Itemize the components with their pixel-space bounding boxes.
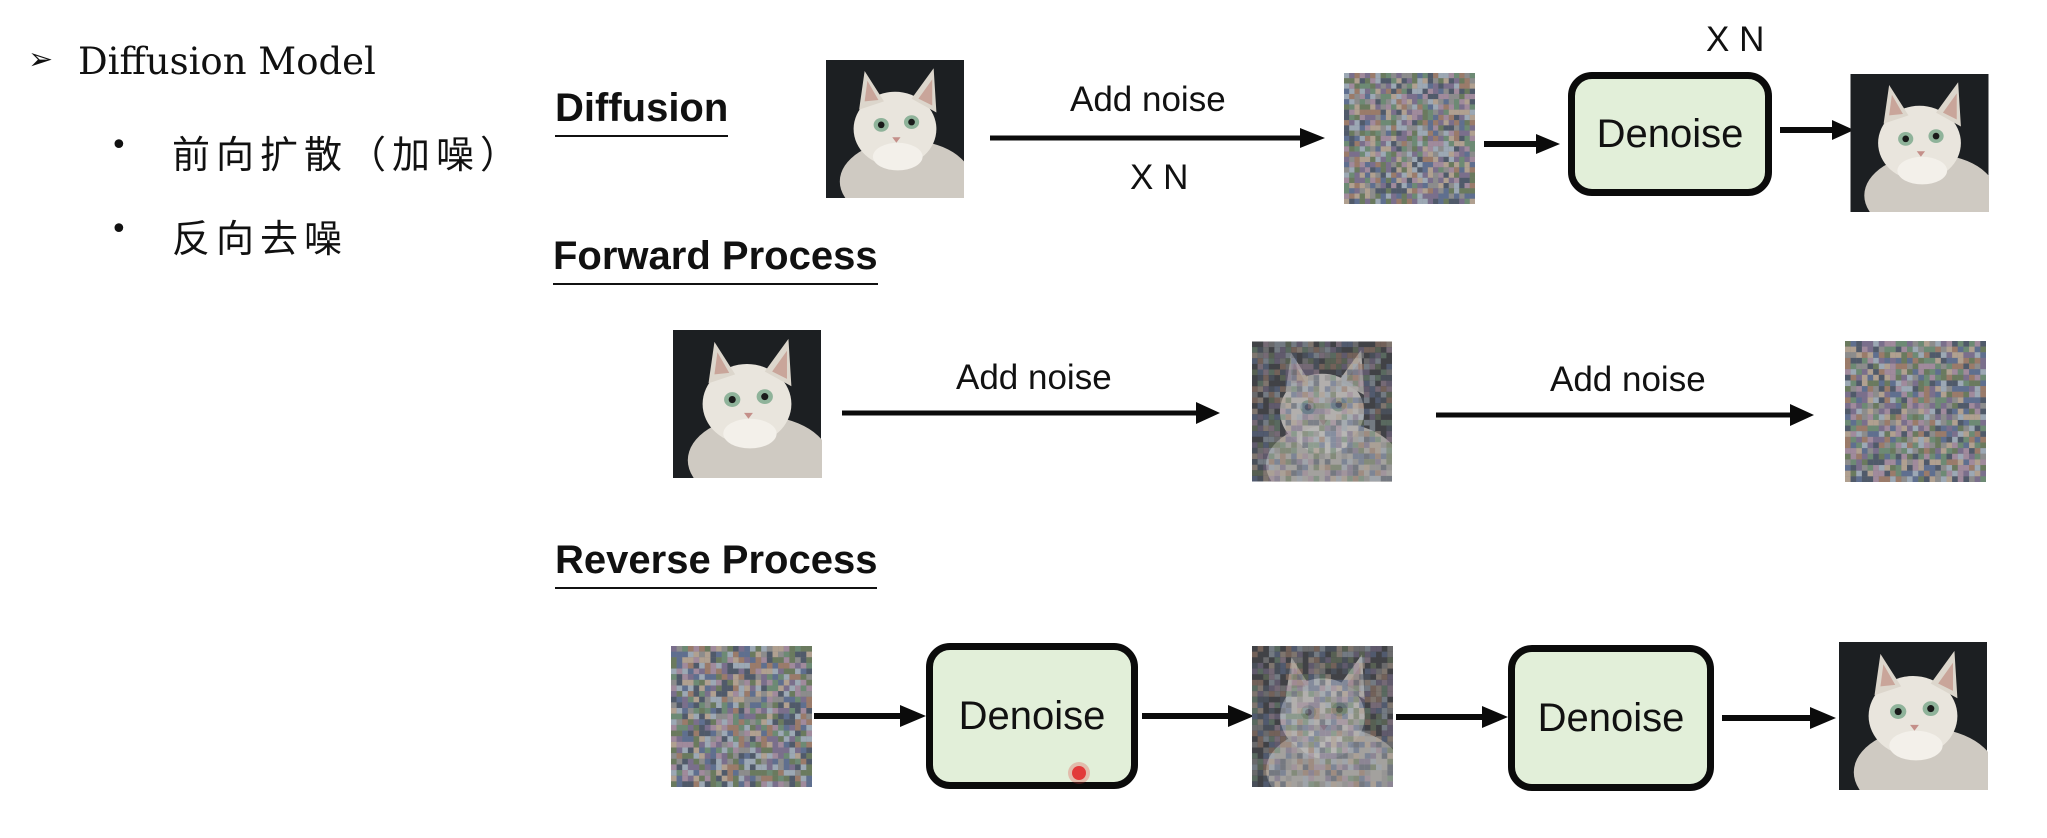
arrow-icon bbox=[842, 402, 1220, 424]
noisy-cat-image bbox=[1252, 646, 1393, 787]
arrow-icon bbox=[1780, 120, 1854, 140]
cursor-indicator bbox=[1072, 766, 1086, 780]
repeat-n-top-label: X N bbox=[1706, 20, 1765, 59]
denoise-box: Denoise bbox=[1568, 72, 1772, 196]
bullet-dot-icon: • bbox=[110, 212, 128, 247]
add-noise-label: Add noise bbox=[956, 358, 1112, 397]
forward-process-title: Forward Process bbox=[553, 234, 878, 285]
add-noise-label: Add noise bbox=[1070, 80, 1226, 119]
denoise-box: Denoise bbox=[1508, 645, 1714, 791]
arrow-icon bbox=[1142, 705, 1254, 727]
arrow-icon bbox=[990, 128, 1325, 148]
noise-image bbox=[671, 646, 812, 787]
outline-title: Diffusion Model bbox=[78, 40, 376, 83]
bullet-reverse-denoise: 反向去噪 bbox=[172, 217, 349, 261]
add-noise-label: Add noise bbox=[1550, 360, 1706, 399]
arrow-icon bbox=[1484, 134, 1560, 154]
bullet-forward-diffusion: 前向扩散（加噪） bbox=[172, 133, 525, 177]
noisy-cat-image bbox=[1252, 341, 1392, 482]
arrow-icon bbox=[814, 705, 926, 727]
arrow-icon bbox=[1722, 707, 1836, 729]
outline-arrowhead-icon: ➢ bbox=[28, 42, 54, 77]
cat-image bbox=[672, 330, 822, 478]
cat-image bbox=[1850, 74, 1989, 212]
bullet-dot-icon: • bbox=[110, 128, 128, 163]
repeat-n-label: X N bbox=[1130, 158, 1189, 197]
cat-image bbox=[826, 60, 964, 198]
arrow-icon bbox=[1436, 404, 1814, 426]
diffusion-section-title: Diffusion bbox=[555, 86, 729, 137]
noise-image bbox=[1845, 341, 1986, 482]
noise-image bbox=[1344, 73, 1475, 204]
arrow-icon bbox=[1396, 706, 1508, 728]
denoise-box: Denoise bbox=[926, 643, 1138, 789]
reverse-process-title: Reverse Process bbox=[555, 538, 878, 589]
cat-image bbox=[1838, 642, 1988, 790]
